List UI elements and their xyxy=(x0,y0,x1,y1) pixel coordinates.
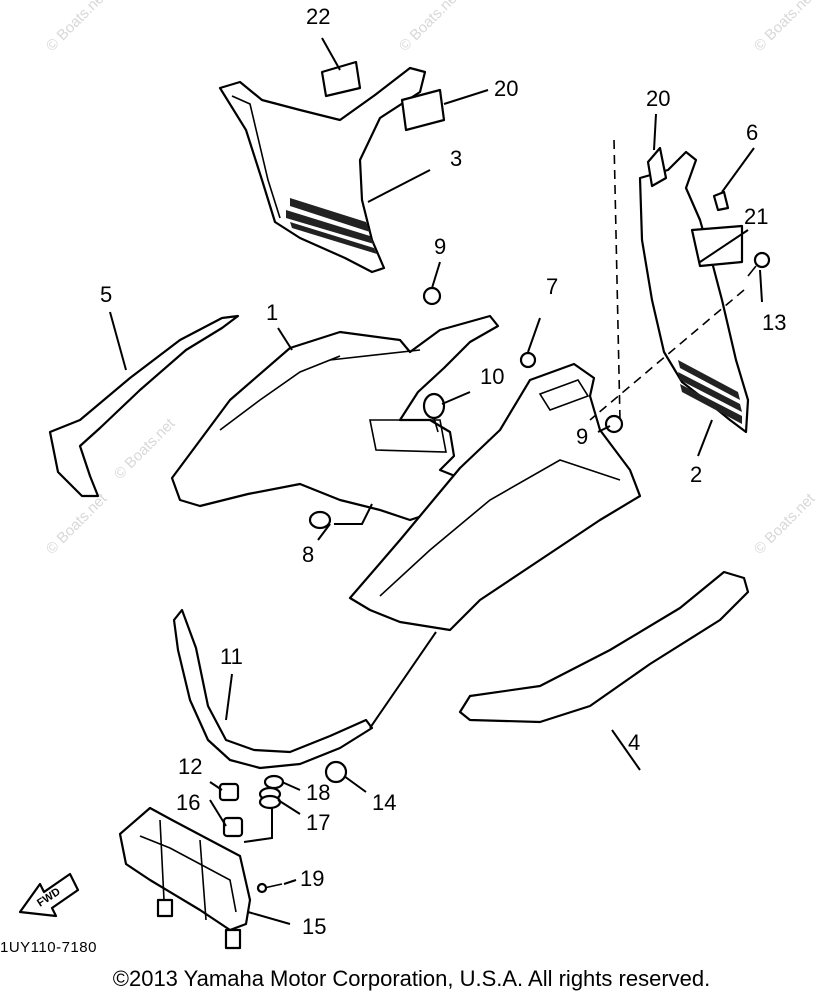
callout-8: 8 xyxy=(302,542,314,567)
collar-18 xyxy=(263,774,285,790)
callout-1: 1 xyxy=(266,300,278,325)
watermark: © Boats.net xyxy=(111,415,179,483)
bolt-6 xyxy=(712,190,730,212)
sticker-22 xyxy=(320,60,362,98)
callout-6: 6 xyxy=(746,120,758,145)
diagram-code: 1UY110-7180 xyxy=(0,939,97,956)
callout-12: 12 xyxy=(178,754,202,779)
callout-20: 20 xyxy=(494,76,518,101)
callout-21: 21 xyxy=(744,204,768,229)
callout-18: 18 xyxy=(306,780,330,805)
callouts: 22 20 3 20 6 21 9 7 13 5 1 10 9 2 8 11 4… xyxy=(100,4,786,939)
callout-3: 3 xyxy=(450,146,462,171)
spring-17 xyxy=(258,786,282,810)
callout-7: 7 xyxy=(546,274,558,299)
bolt-8 xyxy=(308,510,332,530)
front-fender xyxy=(348,362,642,632)
clip-7 xyxy=(519,351,537,369)
watermark: © Boats.net xyxy=(751,0,819,55)
mud-flap-left xyxy=(48,314,240,498)
callout-5: 5 xyxy=(100,282,112,307)
callout-17: 17 xyxy=(306,810,330,835)
bolt-10 xyxy=(422,392,446,433)
side-cover-right xyxy=(638,150,750,434)
bolt-9-top xyxy=(422,286,442,306)
bolt-9-right xyxy=(604,414,624,434)
bracket-11 xyxy=(172,608,374,770)
pad-20-right xyxy=(646,146,668,188)
callout-4: 4 xyxy=(628,730,640,755)
callout-13: 13 xyxy=(762,310,786,335)
watermark: © Boats.net xyxy=(751,490,819,558)
callout-20: 20 xyxy=(646,86,670,111)
callout-14: 14 xyxy=(372,790,396,815)
watermark: © Boats.net xyxy=(43,490,111,558)
callout-19: 19 xyxy=(300,866,324,891)
mud-flap-right xyxy=(458,570,750,724)
callout-9: 9 xyxy=(434,234,446,259)
callout-15: 15 xyxy=(302,914,326,939)
callout-11: 11 xyxy=(220,644,243,669)
callout-16: 16 xyxy=(176,790,200,815)
callout-9: 9 xyxy=(576,424,588,449)
callout-2: 2 xyxy=(690,462,702,487)
copyright-notice: ©2013 Yamaha Motor Corporation, U.S.A. A… xyxy=(112,966,711,991)
fwd-arrow-icon: FWD xyxy=(18,872,80,918)
alignment-lines xyxy=(589,139,745,421)
watermark: © Boats.net xyxy=(43,0,111,55)
bolt-16 xyxy=(222,816,244,838)
callout-22: 22 xyxy=(306,4,330,29)
nut-14 xyxy=(324,760,348,784)
watermark: © Boats.net xyxy=(396,0,464,55)
rear-fender xyxy=(170,314,502,522)
bolt-12 xyxy=(218,782,240,802)
screw-13 xyxy=(747,251,771,277)
callout-10: 10 xyxy=(480,364,504,389)
pad-20-left xyxy=(400,88,446,132)
side-cover-left xyxy=(218,66,427,274)
guard-15 xyxy=(118,806,252,950)
screw-19 xyxy=(256,882,283,894)
leader-lines xyxy=(109,37,763,925)
